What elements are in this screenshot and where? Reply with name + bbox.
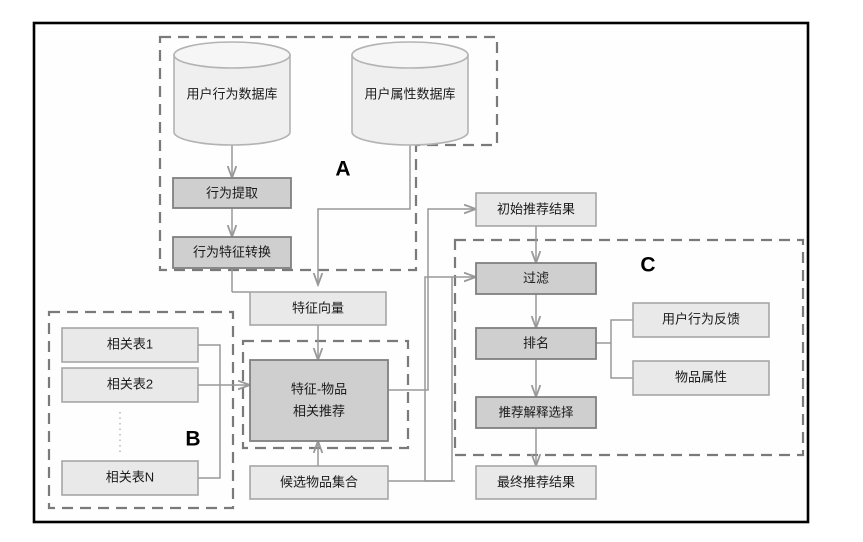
connector-feedback-bus-top bbox=[610, 319, 633, 343]
node-initial-recommend-result-label: 初始推荐结果 bbox=[497, 201, 575, 216]
connector-itemattr-bus-bottom bbox=[610, 343, 633, 379]
node-item-attribute[interactable]: 物品属性 bbox=[632, 360, 770, 396]
node-relation-table-1-label: 相关表1 bbox=[107, 336, 153, 351]
node-user-behavior-feedback-label: 用户行为反馈 bbox=[662, 311, 740, 326]
node-behavior-feature-transform-label: 行为特征转换 bbox=[193, 244, 271, 259]
node-feature-vector-label: 特征向量 bbox=[292, 300, 344, 315]
node-feature-item-recommend-label-line2: 相关推荐 bbox=[293, 403, 345, 418]
node-user-behavior-feedback[interactable]: 用户行为反馈 bbox=[632, 302, 770, 338]
group-letter-c: C bbox=[640, 254, 655, 277]
node-recommend-explain-select-label: 推荐解释选择 bbox=[498, 405, 574, 419]
node-final-recommend-result-label: 最终推荐结果 bbox=[497, 474, 575, 489]
node-user-behavior-db[interactable]: 用户行为数据库 bbox=[173, 41, 291, 146]
group-c-boundary bbox=[453, 238, 805, 457]
node-relation-table-n[interactable]: 相关表N bbox=[61, 460, 199, 496]
node-user-attribute-db[interactable]: 用户属性数据库 bbox=[351, 41, 469, 146]
connector-recommend-to-initialresult bbox=[388, 209, 476, 391]
connector-feedback-loop-to-filter bbox=[424, 277, 476, 482]
node-relation-table-n-label: 相关表N bbox=[106, 469, 154, 484]
node-relation-table-2-label: 相关表2 bbox=[107, 376, 153, 391]
node-feature-vector[interactable]: 特征向量 bbox=[249, 291, 387, 326]
node-user-attribute-db-label: 用户属性数据库 bbox=[364, 86, 455, 101]
node-ranking[interactable]: 排名 bbox=[475, 327, 597, 360]
group-letter-b: B bbox=[185, 428, 200, 451]
group-b-boundary bbox=[47, 310, 235, 510]
node-filter-label: 过滤 bbox=[523, 270, 549, 285]
node-recommend-explain-select[interactable]: 推荐解释选择 bbox=[475, 396, 597, 429]
node-feature-item-recommend[interactable]: 特征-物品 相关推荐 bbox=[249, 359, 389, 442]
node-behavior-extract[interactable]: 行为提取 bbox=[172, 177, 292, 209]
node-ranking-label: 排名 bbox=[523, 335, 549, 350]
node-feature-item-recommend-label-line1: 特征-物品 bbox=[291, 381, 347, 396]
node-candidate-item-set-label: 候选物品集合 bbox=[280, 474, 358, 489]
node-relation-table-2[interactable]: 相关表2 bbox=[61, 367, 199, 403]
node-behavior-feature-transform[interactable]: 行为特征转换 bbox=[172, 236, 292, 269]
node-relation-table-1[interactable]: 相关表1 bbox=[61, 327, 199, 363]
node-filter[interactable]: 过滤 bbox=[475, 262, 597, 295]
node-initial-recommend-result[interactable]: 初始推荐结果 bbox=[475, 192, 597, 227]
connector-attributedb-to-featurevector bbox=[318, 142, 411, 285]
node-candidate-item-set[interactable]: 候选物品集合 bbox=[249, 465, 389, 500]
group-recommend-boundary bbox=[241, 339, 410, 450]
node-user-behavior-db-label: 用户行为数据库 bbox=[186, 86, 277, 101]
connector-relationtable1-bus bbox=[198, 344, 221, 385]
connector-relationtablen-bus bbox=[198, 385, 221, 479]
node-behavior-extract-label: 行为提取 bbox=[206, 185, 258, 200]
group-letter-a: A bbox=[335, 158, 350, 181]
node-final-recommend-result[interactable]: 最终推荐结果 bbox=[475, 465, 597, 500]
node-item-attribute-label: 物品属性 bbox=[675, 369, 727, 384]
